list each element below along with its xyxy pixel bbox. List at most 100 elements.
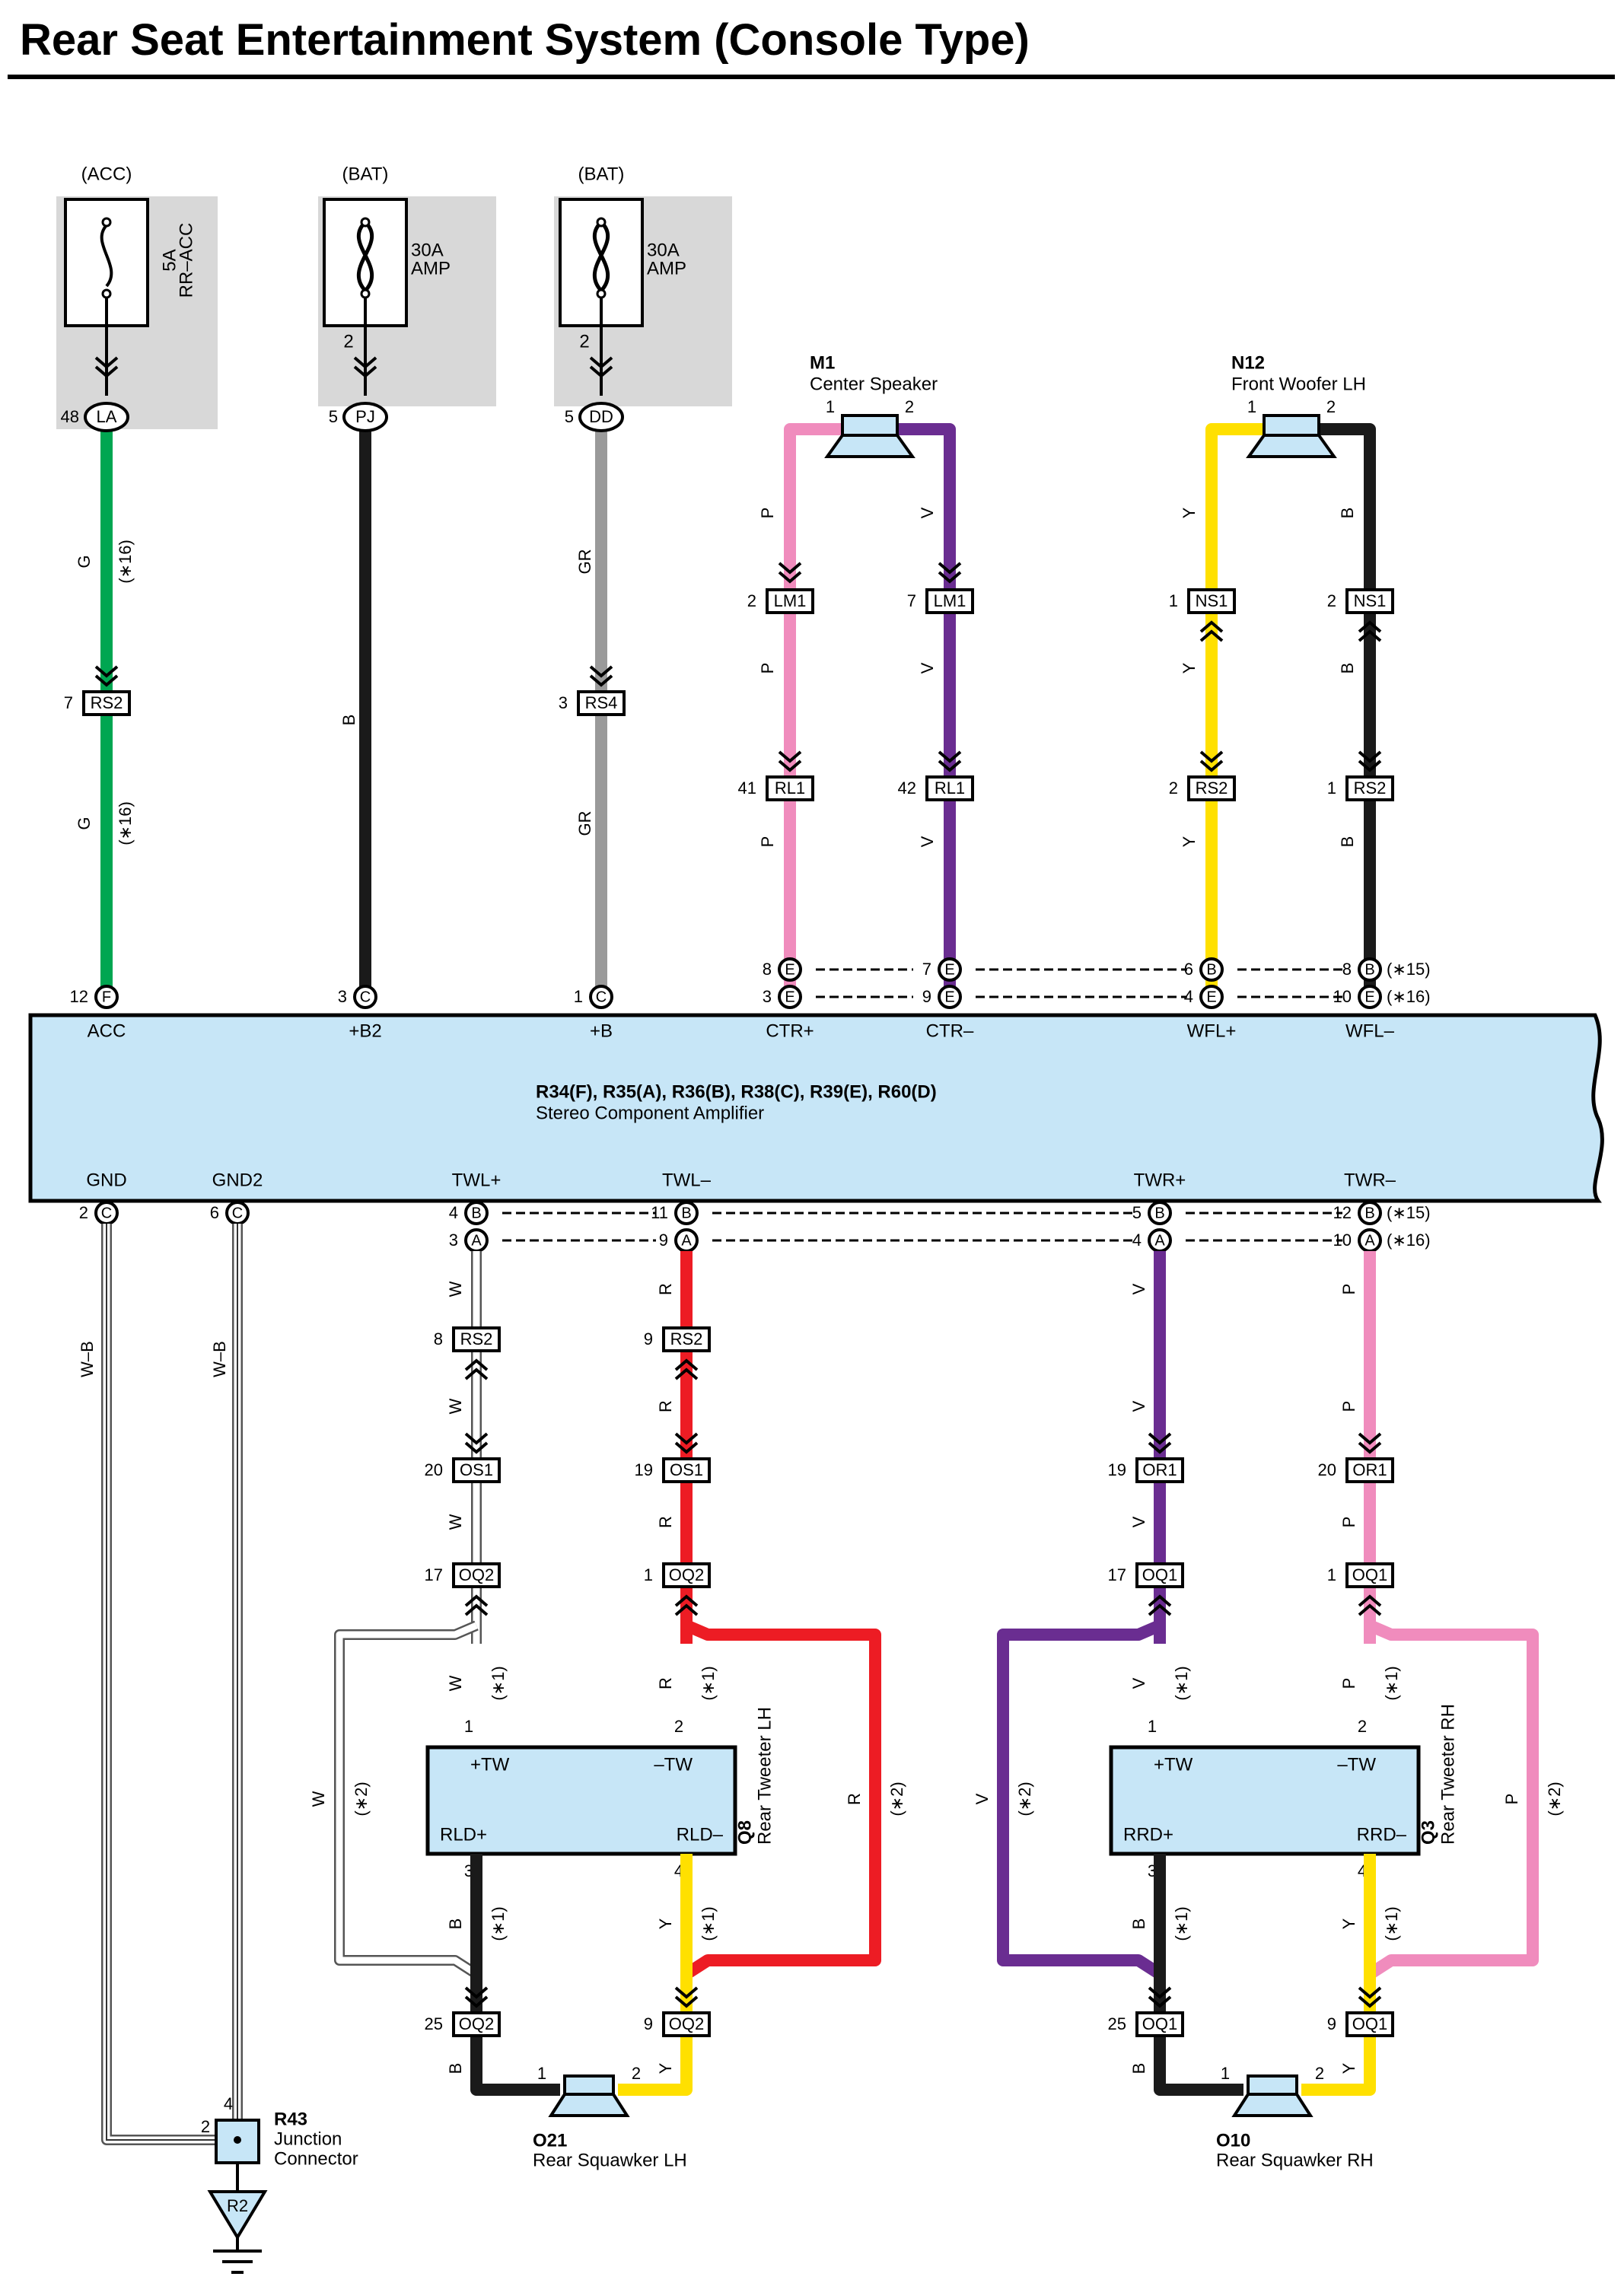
amp-terminal <box>778 957 802 982</box>
connector-os1-box <box>662 1457 711 1483</box>
wire-color-label: B <box>1129 1918 1148 1930</box>
connector-oq-pin: 17 <box>1108 1565 1126 1584</box>
amp-terminal-label: CTR– <box>926 1021 974 1041</box>
connector-arrow-icon <box>1358 1594 1382 1607</box>
connector-arrow-icon <box>1358 620 1382 633</box>
amp-terminal-pin: 8 <box>763 960 772 979</box>
fuse-name: AMP <box>411 258 451 279</box>
amp-terminal-letter: C <box>596 989 607 1005</box>
wire-color-label: P <box>1502 1794 1521 1805</box>
connector-arrow-icon <box>674 1986 699 1999</box>
amp-terminal-pin: 7 <box>922 960 931 979</box>
connector-rs2-code: RS2 <box>670 1329 703 1348</box>
junction-code: DD <box>589 407 613 426</box>
connector-arrow-icon <box>1358 759 1382 772</box>
wire-color-label: B <box>1338 508 1357 519</box>
wire-color-label: W–B <box>210 1341 229 1377</box>
tweeter-pin: 2 <box>674 1717 683 1736</box>
connector-arrow-icon <box>464 1432 489 1445</box>
amp-terminal-label: WFL+ <box>1187 1021 1237 1041</box>
speaker-wire <box>1205 423 1269 986</box>
amp-terminal <box>778 985 802 1009</box>
connector-arrow-icon <box>674 1603 699 1616</box>
connector-oq-box <box>1345 2011 1394 2037</box>
amp-terminal-label: +B2 <box>349 1021 381 1041</box>
wire-note: (∗1) <box>699 1666 718 1700</box>
junction-pin: 5 <box>329 407 338 426</box>
squawker-magnet <box>563 2074 615 2096</box>
connector-arrow-icon <box>464 1603 489 1616</box>
connector-oq-pin: 25 <box>425 2014 443 2033</box>
amp-terminal-letter: F <box>102 989 111 1005</box>
connector-lm1-code: LM1 <box>934 591 966 610</box>
wire-note: (∗1) <box>1172 1906 1191 1941</box>
connector-arrow-icon <box>674 1594 699 1607</box>
connector-arrow-icon <box>464 1986 489 1999</box>
variant-note: (∗16) <box>1387 987 1431 1006</box>
speaker-pin: 2 <box>1326 397 1336 416</box>
amp-terminal-pin: 2 <box>79 1203 88 1222</box>
amp-terminal-letter: E <box>785 961 794 978</box>
component-name: Rear Tweeter LH <box>754 1707 775 1845</box>
junction-code: LA <box>97 407 117 426</box>
wire-color-label: B <box>1129 2063 1148 2074</box>
amp-terminal <box>938 957 962 982</box>
squawker-cone-icon <box>548 2093 630 2117</box>
junction-pin: 5 <box>565 407 574 426</box>
amp-terminal-pin: 9 <box>659 1231 668 1250</box>
amp-terminal-label: ACC <box>88 1021 126 1041</box>
wire-color-label: B <box>446 2063 465 2074</box>
speaker-cone-icon <box>824 434 915 458</box>
connector-oq-box <box>452 1562 501 1588</box>
connector-arrow-icon <box>1199 750 1224 763</box>
amp-terminal <box>1358 985 1382 1009</box>
squawker-wire <box>470 1854 560 2096</box>
tweeter-terminal: +TW <box>1154 1754 1193 1775</box>
connector-rs2-pin: 2 <box>1169 779 1178 798</box>
connector-oq-box <box>662 1562 711 1588</box>
amp-terminal-letter: B <box>1364 1205 1374 1221</box>
tweeter-terminal: RRD+ <box>1123 1824 1173 1845</box>
component-id: M1 <box>810 352 835 373</box>
page-title: Rear Seat Entertainment System (Console … <box>20 15 1030 65</box>
connector-arrow-icon <box>589 674 613 687</box>
connector-oq-pin: 17 <box>425 1565 443 1584</box>
connector-rs2-pin: 8 <box>434 1329 443 1348</box>
connector-os1-box <box>452 1457 501 1483</box>
connector-arrow-icon <box>94 674 119 687</box>
amp-terminal-pin: 8 <box>1342 960 1352 979</box>
fuse-name: AMP <box>647 258 686 279</box>
fuse-terminal <box>360 217 371 228</box>
amplifier-body <box>28 1013 1604 1203</box>
fuse-pin: 2 <box>343 331 353 352</box>
fuse-terminal <box>360 288 371 299</box>
connector-arrow-icon <box>778 562 802 575</box>
connector-rl1-code: RL1 <box>775 779 805 798</box>
fuse-arrow-icon <box>353 365 377 378</box>
amplifier-ids: R34(F), R35(A), R36(B), R38(C), R39(E), … <box>536 1081 937 1102</box>
wire-color-label: R <box>656 1516 675 1528</box>
component-name: Front Woofer LH <box>1231 374 1366 394</box>
wire-color-label: Y <box>1180 662 1199 673</box>
connector-ns1-pin: 1 <box>1169 591 1178 610</box>
connector-rs2-pin: 1 <box>1327 779 1336 798</box>
wire-color-label: G <box>75 817 94 829</box>
fuse-rating: 30A <box>647 240 680 260</box>
connector-or1-code: OR1 <box>1352 1460 1387 1479</box>
speaker-wire <box>784 423 847 986</box>
connector-oq-code: OQ2 <box>459 1565 494 1584</box>
variant-note: (∗15) <box>1387 1203 1431 1222</box>
speaker-magnet <box>841 414 899 437</box>
wire-color-label: R <box>656 1677 675 1689</box>
connector-arrow-icon <box>778 750 802 763</box>
wire-color-label: P <box>758 508 777 519</box>
connector-arrow-icon <box>674 1358 699 1371</box>
connector-rs2-code: RS2 <box>1354 779 1387 798</box>
amp-terminal-pin: 3 <box>338 987 347 1006</box>
connector-oq-pin: 1 <box>1327 1565 1336 1584</box>
wire-color-label: V <box>973 1793 992 1804</box>
amp-terminal-pin: 12 <box>70 987 88 1006</box>
squawker-wire <box>1154 1854 1243 2096</box>
wire-color-label: B <box>446 1918 465 1930</box>
amp-terminal-letter: B <box>1206 961 1216 978</box>
